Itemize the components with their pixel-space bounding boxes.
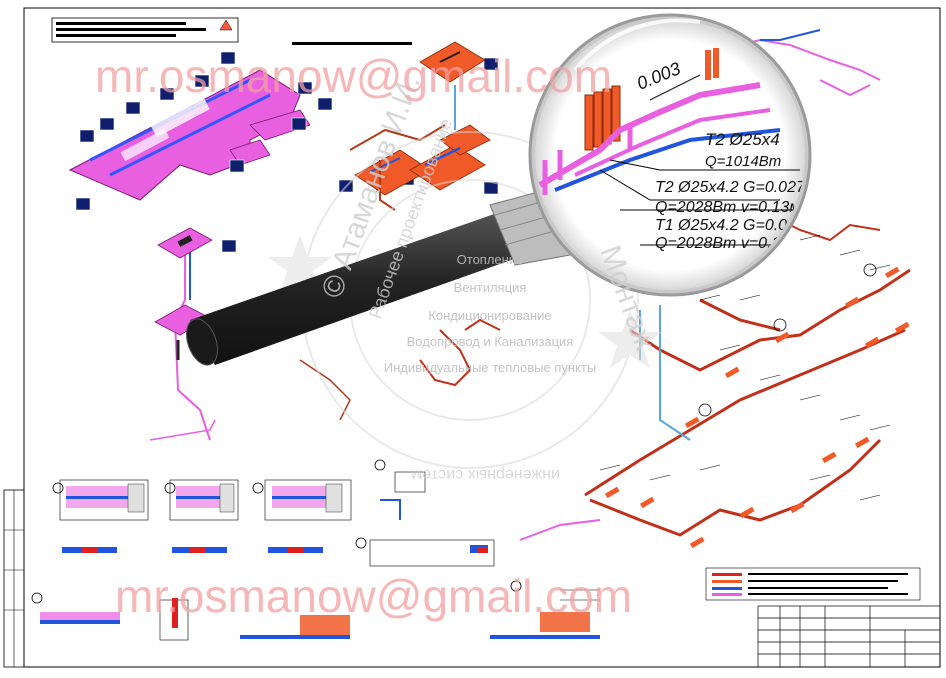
floor-plan-pink-small — [154, 227, 213, 336]
manifold-detail-2 — [169, 479, 239, 553]
section-markers — [31, 263, 877, 604]
watermark-email-bottom: mr.osmanow@gmail.com — [115, 570, 632, 622]
service-2: Кондиционирование — [428, 308, 551, 323]
floor-plan-orange-top — [419, 41, 486, 83]
service-4: Индивидуальные тепловые пункты — [384, 360, 596, 375]
lens-label-4: Q=2028Вт v=0.13м/с — [655, 199, 813, 216]
floor-plan-pink — [68, 69, 311, 201]
lens-label-6: Q=2028Вт v=0.13 — [655, 235, 789, 252]
lens-label-5: T1 Ø25x4.2 G=0.027 — [655, 217, 806, 234]
lens-label-3: T2 Ø25x4.2 G=0.027т — [655, 179, 818, 196]
detail-section-center — [369, 471, 495, 567]
watermark-services: Отопление Вентиляция Кондиционирование В… — [384, 252, 596, 375]
radiator-icon — [584, 48, 719, 151]
lens-label-1: T2 Ø25x4 — [705, 130, 780, 149]
notes-box — [51, 17, 239, 43]
floor-section-details — [40, 598, 600, 641]
manifold-detail-3 — [264, 479, 352, 553]
watermark-email-top: mr.osmanow@gmail.com — [95, 50, 612, 102]
service-3: Водопровод и Канализация — [407, 334, 574, 349]
radiator-marks — [604, 91, 910, 549]
manifold-detail-1 — [59, 479, 149, 553]
stamp-inner-bottom: инженерных систем — [411, 466, 560, 483]
title-block — [757, 605, 941, 668]
warning-icon — [219, 19, 233, 31]
legend-box — [705, 567, 921, 601]
service-1: Вентиляция — [454, 280, 527, 295]
lens-label-2: Q=1014Вт — [705, 153, 781, 170]
pipe-network-left — [149, 124, 501, 441]
sheet-frame — [23, 7, 941, 668]
magnifier-lens: 0.003 T2 Ø25x4 Q=1014Вт T2 Ø25x4.2 G=0.0… — [528, 13, 818, 297]
service-0: Отопление — [457, 252, 524, 267]
